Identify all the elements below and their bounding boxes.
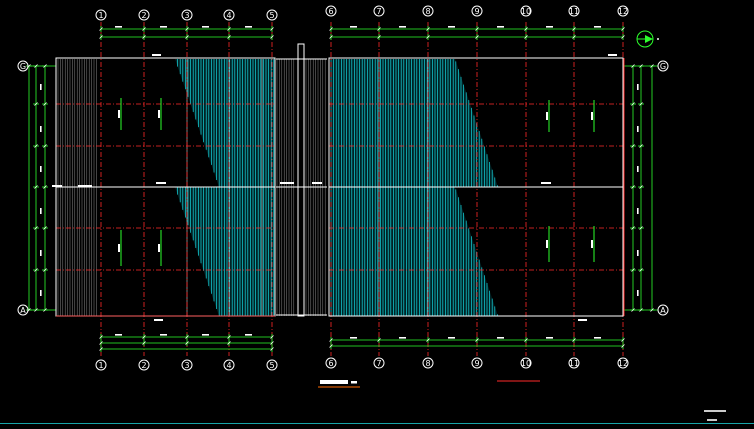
axis-bubble-bottom-8: 8: [422, 357, 434, 369]
svg-text:11: 11: [569, 359, 579, 368]
dimension-lines: [26, 26, 655, 352]
axis-bubble-top-6: 6: [325, 5, 337, 17]
svg-text:10: 10: [521, 7, 531, 16]
svg-text:2: 2: [141, 361, 146, 370]
svg-text:8: 8: [425, 7, 430, 16]
svg-text:4: 4: [226, 11, 231, 20]
axis-bubble-bottom-1: 1: [95, 359, 107, 371]
svg-text:5: 5: [269, 11, 274, 20]
svg-text:7: 7: [376, 7, 381, 16]
svg-text:9: 9: [474, 7, 479, 16]
axis-bubble-top-3: 3: [181, 9, 193, 21]
axis-bubble-top-7: 7: [373, 5, 385, 17]
axis-bubble-top-5: 5: [266, 9, 278, 21]
sheet-label: [704, 410, 726, 421]
axis-bubble-bottom-11: 11: [568, 357, 580, 369]
axis-bubble-top-12: 12: [617, 5, 629, 17]
axis-bubbles-top-left: 1 2 3 4 5: [95, 9, 278, 21]
axis-bubble-bottom-9: 9: [471, 357, 483, 369]
svg-text:6: 6: [328, 359, 333, 368]
svg-text:1: 1: [98, 11, 103, 20]
svg-text:3: 3: [184, 11, 189, 20]
axis-bubbles-rows: G A G A: [17, 60, 669, 316]
svg-text:G: G: [20, 62, 26, 71]
svg-text:5: 5: [269, 361, 274, 370]
svg-text:8: 8: [425, 359, 430, 368]
midspan-labels: [52, 54, 617, 321]
svg-text:A: A: [660, 306, 666, 315]
svg-text:9: 9: [474, 359, 479, 368]
axis-bubble-top-2: 2: [138, 9, 150, 21]
axis-bubble-left-A: A: [17, 304, 29, 316]
axis-bubble-bottom-7: 7: [373, 357, 385, 369]
axis-bubble-top-8: 8: [422, 5, 434, 17]
svg-text:11: 11: [569, 7, 579, 16]
axis-bubble-bottom-5: 5: [266, 359, 278, 371]
svg-text:2: 2: [141, 11, 146, 20]
svg-text:3: 3: [184, 361, 189, 370]
axis-bubble-bottom-4: 4: [223, 359, 235, 371]
svg-text:A: A: [20, 306, 26, 315]
axis-bubble-right-G: G: [657, 60, 669, 72]
svg-text:7: 7: [376, 359, 381, 368]
axis-bubbles-bottom-right: 6 7 8 9 10 11 12: [325, 357, 629, 369]
axis-bubble-bottom-10: 10: [520, 357, 532, 369]
axis-bubble-bottom-3: 3: [181, 359, 193, 371]
axis-bubble-bottom-2: 2: [138, 359, 150, 371]
axis-bubbles-bottom-left: 1 2 3 4 5: [95, 359, 278, 371]
svg-text:12: 12: [618, 7, 628, 16]
axis-bubble-bottom-12: 12: [617, 357, 629, 369]
svg-text:4: 4: [226, 361, 231, 370]
axis-bubble-left-G: G: [17, 60, 29, 72]
axis-bubble-top-9: 9: [471, 5, 483, 17]
axis-bubble-top-1: 1: [95, 9, 107, 21]
svg-text:12: 12: [618, 359, 628, 368]
svg-text:G: G: [660, 62, 666, 71]
svg-text:6: 6: [328, 7, 333, 16]
axis-bubble-right-A: A: [657, 304, 669, 316]
axis-bubble-top-4: 4: [223, 9, 235, 21]
svg-text:1: 1: [98, 361, 103, 370]
drawing-title-block: [318, 380, 360, 388]
axis-bubbles-top-right: 6 7 8 9 10 11 12: [325, 5, 629, 17]
axis-bubble-top-11: 11: [568, 5, 580, 17]
roof-panel-hatch: [175, 59, 498, 316]
structural-grid: [28, 22, 658, 356]
axis-bubble-top-10: 10: [520, 5, 532, 17]
svg-text:10: 10: [521, 359, 531, 368]
north-arrow-icon: [636, 30, 659, 48]
axis-bubble-bottom-6: 6: [325, 357, 337, 369]
